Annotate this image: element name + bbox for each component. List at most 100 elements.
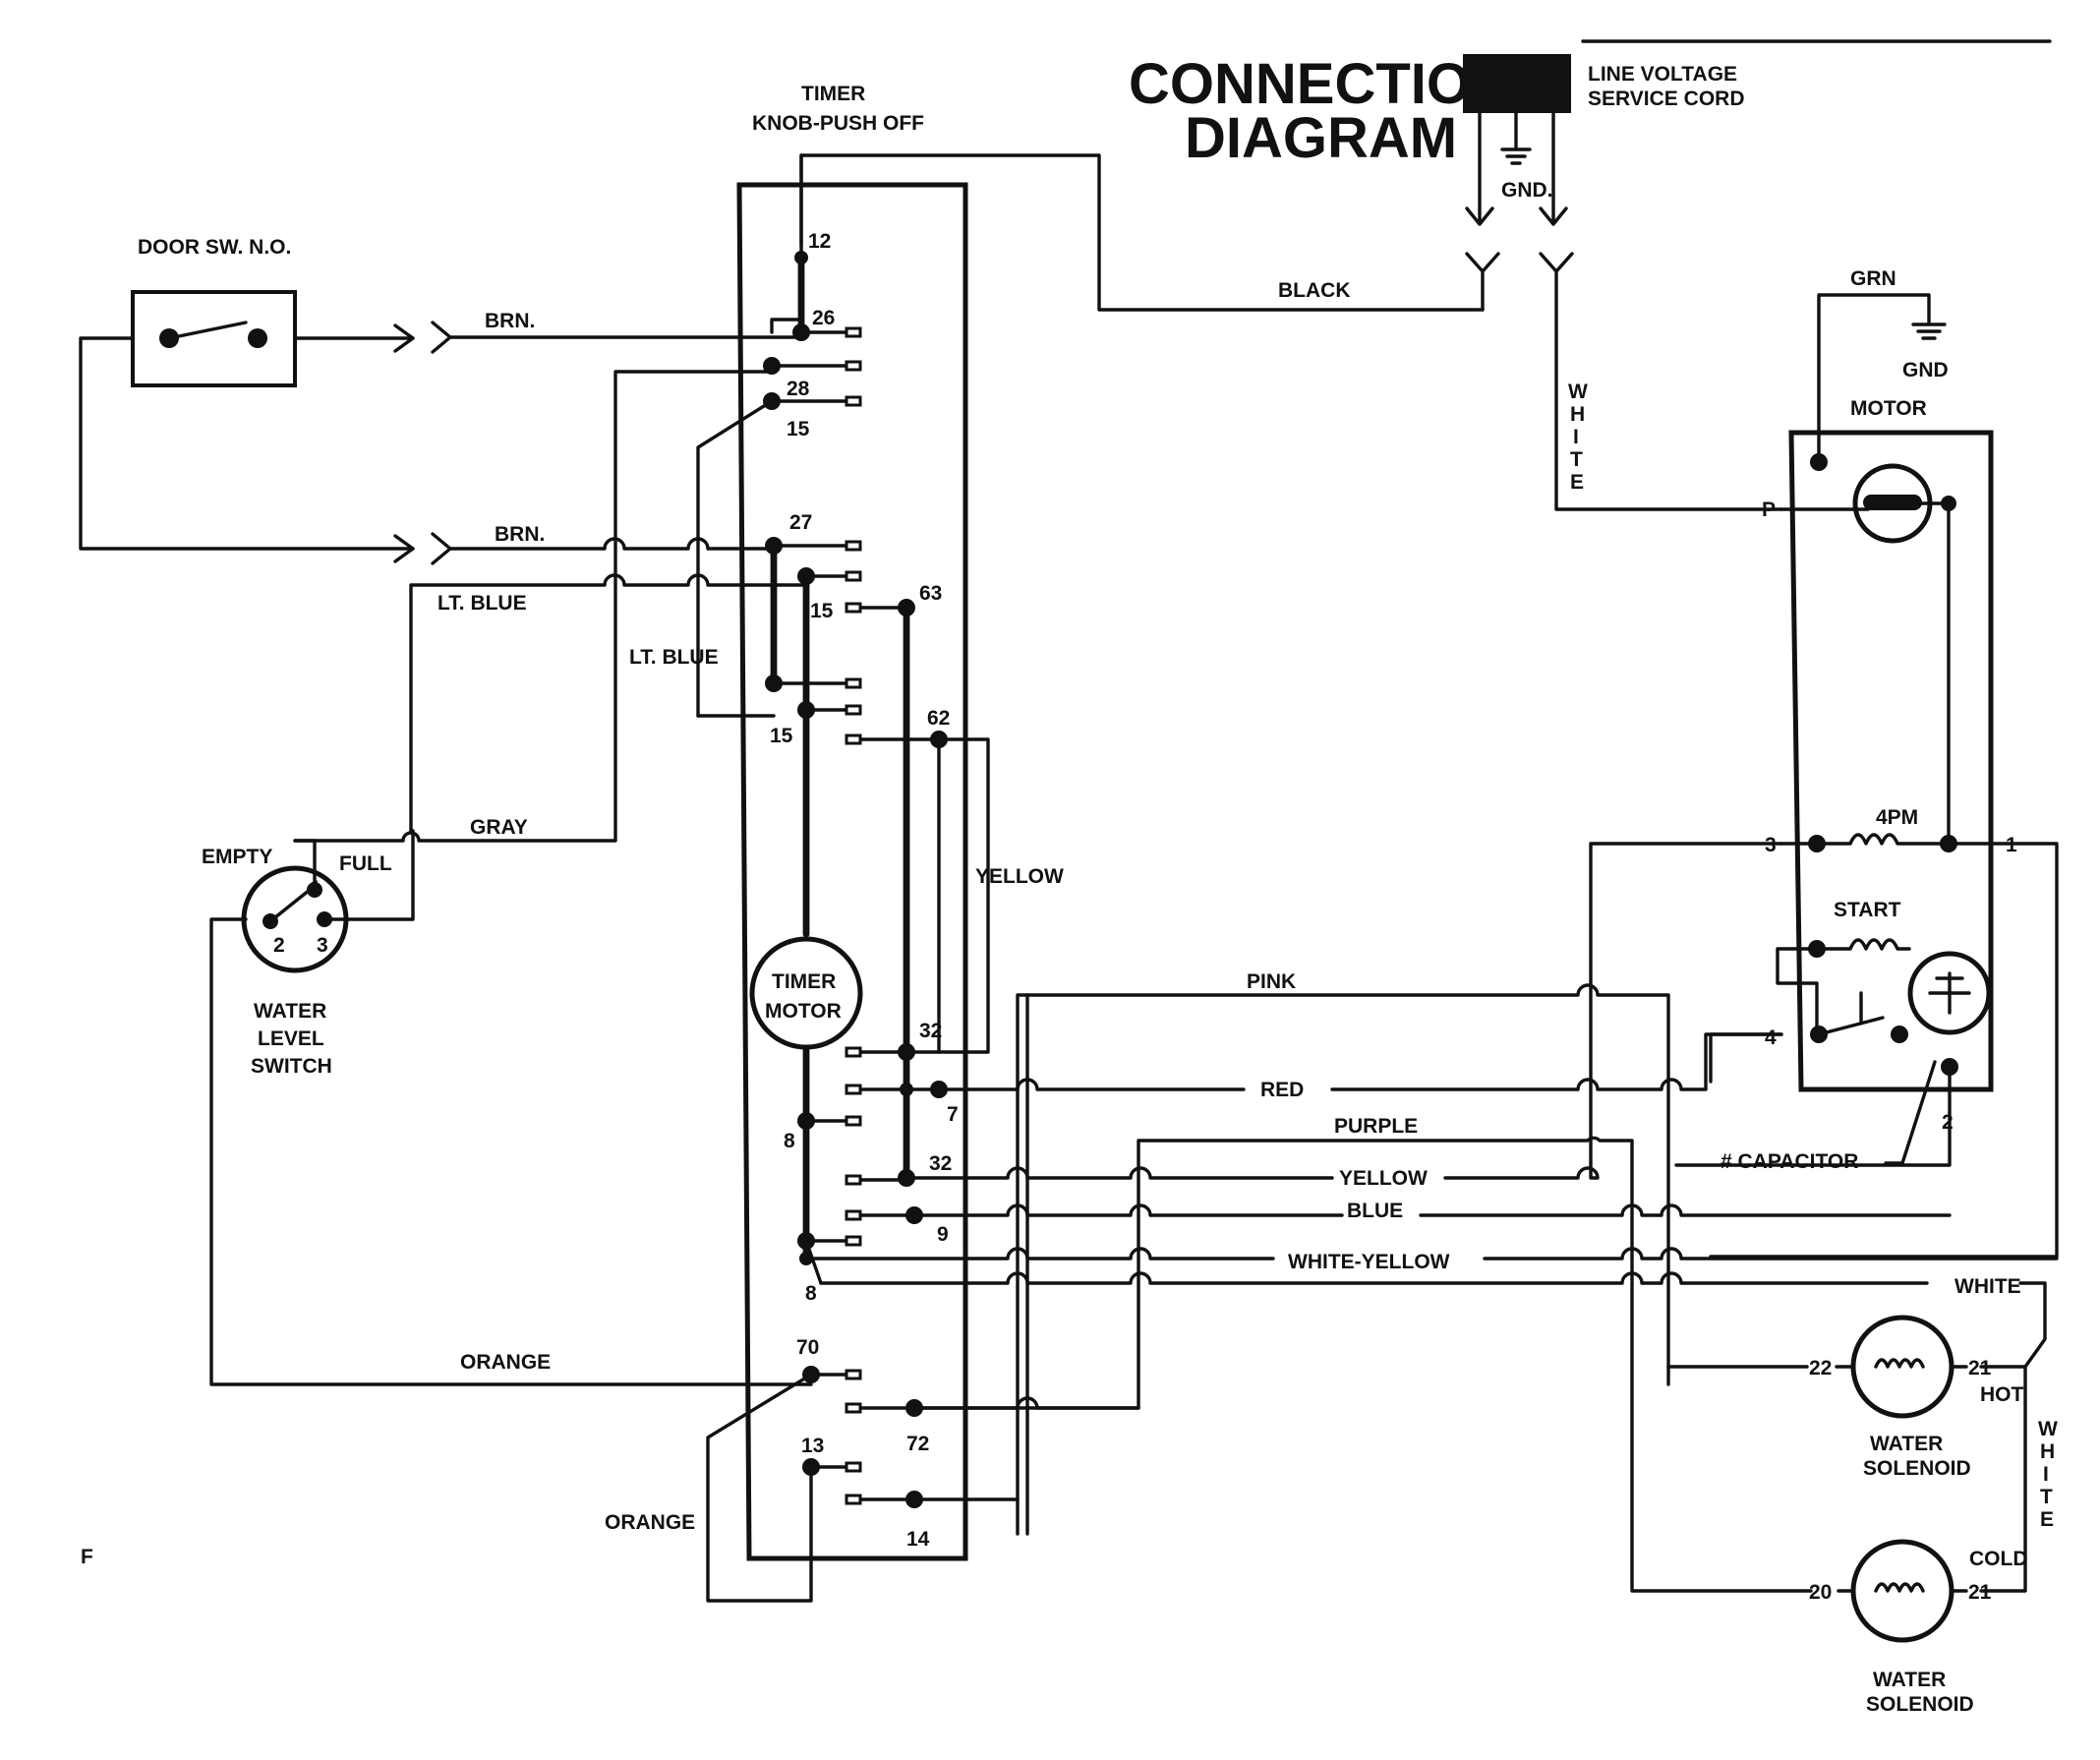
brn-wire-top-label: BRN. (485, 310, 535, 332)
timer-bottom-wire (819, 1271, 1929, 1285)
timer-motor: TIMER MOTOR (749, 936, 863, 1050)
white-yellow-wire (804, 1247, 2059, 1261)
cold-solenoid-label-line2: SOLENOID (1866, 1693, 1974, 1716)
brn-wire-top (431, 321, 803, 354)
svg-text:27: 27 (789, 511, 812, 534)
drive-motor: MOTOR GRN GND P 4PM 3 1 START 4 (1674, 267, 2059, 1259)
cold-solenoid-label-line1: WATER (1873, 1669, 1946, 1691)
purple-wire (912, 1136, 1813, 1593)
white-wire-right (1979, 1281, 2047, 1593)
svg-text:13: 13 (801, 1435, 824, 1457)
blue-wire (912, 1203, 1952, 1217)
svg-text:32: 32 (929, 1152, 952, 1175)
lt-blue-wire-mid-label: LT. BLUE (629, 646, 719, 669)
svg-text:H: H (1570, 403, 1585, 426)
svg-text:12: 12 (808, 230, 831, 253)
svg-text:I: I (1573, 426, 1579, 448)
line-voltage-service-cord: LINE VOLTAGE SERVICE CORD GND. (1463, 54, 1783, 511)
svg-text:21: 21 (1968, 1581, 1992, 1604)
svg-text:20: 20 (1809, 1581, 1832, 1604)
black-wire-label: BLACK (1278, 279, 1351, 302)
cold-solenoid-cold-label: COLD (1969, 1548, 2028, 1570)
svg-text:7: 7 (947, 1103, 959, 1126)
service-cord-plug (1463, 54, 1571, 113)
diagram-title-line2: DIAGRAM (1185, 106, 1457, 170)
timer-motor-label-line1: TIMER (772, 970, 836, 993)
timer-label-line2: KNOB-PUSH OFF (752, 112, 924, 135)
lt-blue-wire-left (409, 573, 808, 833)
hot-solenoid-hot-label: HOT (1980, 1383, 2024, 1406)
svg-text:26: 26 (812, 307, 835, 329)
svg-text:15: 15 (787, 418, 810, 440)
svg-text:2: 2 (1942, 1111, 1954, 1134)
service-cord-label-line2: SERVICE CORD (1588, 88, 1744, 110)
yellow-wire-label: YELLOW (1339, 1167, 1428, 1190)
water-level-empty-label: EMPTY (202, 846, 272, 868)
white-wire-right-vertical-label: W H I T E (2038, 1418, 2058, 1531)
diagram-title-line1: CONNECTION (1129, 52, 1512, 116)
red-wire-label: RED (1260, 1079, 1304, 1101)
gray-wire (293, 370, 774, 843)
svg-text:72: 72 (906, 1433, 929, 1455)
brn-wire-bottom (431, 532, 774, 565)
svg-text:32: 32 (919, 1020, 942, 1042)
water-level-full-label: FULL (339, 852, 392, 875)
timer-label-line1: TIMER (801, 83, 865, 105)
yellow-wire-vertical-label: YELLOW (975, 865, 1064, 888)
svg-text:1: 1 (310, 877, 321, 900)
motor-gnd-label: GND (1902, 359, 1949, 381)
svg-text:15: 15 (810, 600, 834, 622)
gray-wire-label: GRAY (470, 816, 528, 839)
water-level-label-line2: LEVEL (258, 1027, 324, 1050)
motor-grn-label: GRN (1850, 267, 1896, 290)
svg-text:T: T (1570, 448, 1583, 471)
svg-text:70: 70 (796, 1336, 819, 1359)
svg-text:8: 8 (805, 1282, 817, 1305)
red-wire (942, 1032, 1783, 1091)
svg-text:E: E (1570, 471, 1584, 494)
timer-contacts (845, 326, 862, 1505)
orange-wire-top-label: ORANGE (460, 1351, 551, 1374)
svg-text:2: 2 (273, 934, 285, 957)
service-cord-label-line1: LINE VOLTAGE (1588, 63, 1737, 86)
service-cord-ground-label: GND. (1501, 179, 1553, 202)
motor-capacitor-label: # CAPACITOR (1721, 1150, 1858, 1173)
cold-water-solenoid: COLD 20 21 WATER SOLENOID (1809, 1539, 2028, 1716)
door-switch: DOOR SW. N.O. (79, 236, 415, 563)
timer-outline (736, 182, 968, 1561)
svg-text:I: I (2043, 1463, 2049, 1486)
svg-text:15: 15 (770, 725, 793, 747)
svg-text:21: 21 (1968, 1357, 1992, 1379)
lt-blue-wire-left-label: LT. BLUE (438, 592, 527, 615)
corner-mark: F (81, 1546, 93, 1568)
svg-text:9: 9 (937, 1223, 949, 1246)
hot-solenoid-label-line1: WATER (1870, 1433, 1943, 1455)
hot-solenoid-label-line2: SOLENOID (1863, 1457, 1971, 1480)
purple-wire-label: PURPLE (1334, 1115, 1418, 1138)
white-wire-vertical-label: W H I T E (1568, 381, 1588, 494)
timer-terminal-numbers: 12 26 28 15 27 15 63 15 62 32 7 8 32 9 8… (770, 230, 959, 1551)
svg-text:14: 14 (906, 1528, 930, 1551)
svg-text:62: 62 (927, 707, 950, 730)
motor-label: MOTOR (1850, 397, 1927, 420)
svg-text:4: 4 (1765, 1027, 1777, 1049)
orange-wire-bottom-label: ORANGE (605, 1511, 695, 1534)
timer-internal-wiring (696, 153, 941, 1603)
pink-wire (1016, 983, 1670, 1536)
blue-wire-label: BLUE (1347, 1200, 1403, 1222)
svg-text:W: W (1568, 381, 1588, 403)
svg-text:22: 22 (1809, 1357, 1832, 1379)
white-yellow-wire-label: WHITE-YELLOW (1288, 1251, 1450, 1273)
yellow-wire (904, 842, 1783, 1180)
motor-run-winding-label: 4PM (1876, 806, 1918, 829)
svg-text:H: H (2040, 1440, 2055, 1463)
pink-wire-label: PINK (1247, 970, 1296, 993)
black-wire (799, 153, 1485, 312)
yellow-wire-vertical (937, 737, 990, 1054)
brn-wire-bottom-label: BRN. (495, 523, 545, 546)
svg-text:63: 63 (919, 582, 942, 605)
svg-text:28: 28 (787, 378, 810, 400)
door-switch-label: DOOR SW. N.O. (138, 236, 291, 259)
svg-text:W: W (2038, 1418, 2058, 1440)
